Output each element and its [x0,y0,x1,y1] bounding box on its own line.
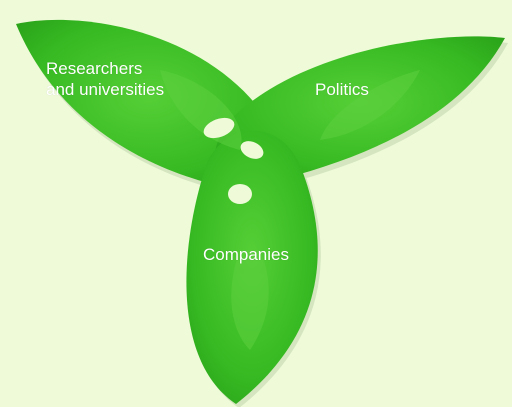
researchers-label: Researchers and universities [46,59,165,99]
companies-label: Companies [203,245,289,264]
knot-holes [203,117,264,204]
researchers-leaf [16,19,283,191]
politics-label: Politics [315,80,369,99]
